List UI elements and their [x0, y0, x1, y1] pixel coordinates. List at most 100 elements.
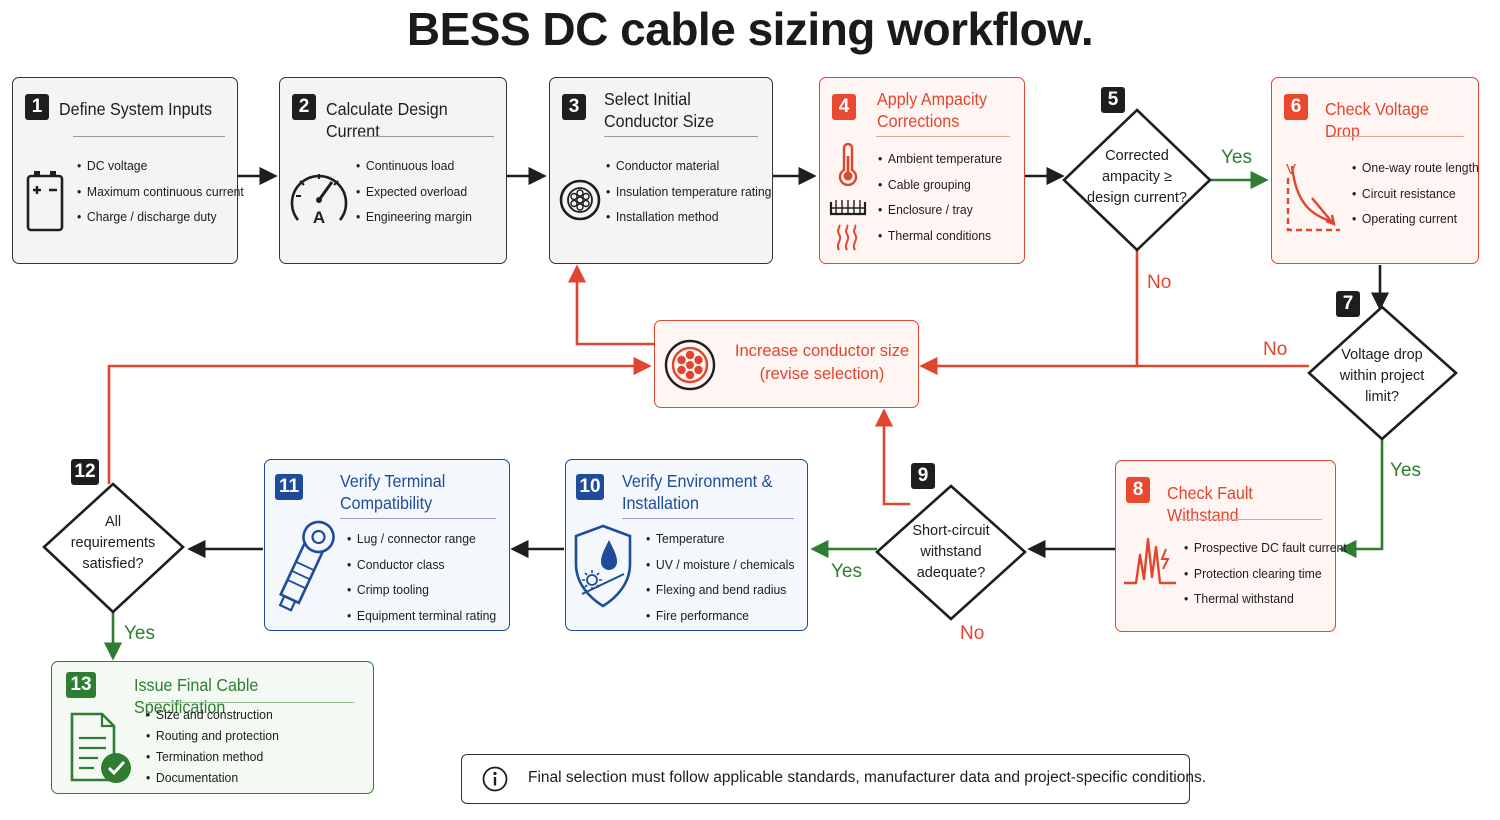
- arrow-9-no-to-increase: [874, 408, 910, 506]
- arrow-7-yes-to-8: [1338, 439, 1384, 559]
- step-2-item: Continuous load: [356, 153, 472, 179]
- step-8-item: Protection clearing time: [1184, 561, 1347, 587]
- svg-text:A: A: [313, 208, 325, 226]
- step-6-item: Circuit resistance: [1352, 181, 1479, 207]
- step-6-badge: 6: [1284, 94, 1308, 120]
- step-1-item: Maximum continuous current: [77, 179, 244, 205]
- yes-label-5: Yes: [1221, 147, 1252, 168]
- increase-conductor-text: Increase conductor size(revise selection…: [734, 342, 910, 383]
- step-1-badge: 1: [25, 94, 49, 120]
- decision-9-diamond: [875, 484, 1027, 621]
- standards-note: Final selection must follow applicable s…: [461, 754, 1206, 804]
- step-1-item: Charge / discharge duty: [77, 204, 244, 230]
- note-text: Final selection must follow applicable s…: [528, 769, 1207, 786]
- arrow-5-no-to-increase: [919, 250, 1139, 376]
- arrow-12-no-to-increase: [107, 356, 652, 484]
- step-2-box: 2 Calculate Design Current A Continuous …: [279, 77, 507, 264]
- step-6-item: One-way route length: [1352, 155, 1479, 181]
- step-4-item: Ambient temperature: [878, 146, 1002, 172]
- step-6-item: Operating current: [1352, 206, 1479, 232]
- step-9-badge: 9: [911, 463, 935, 489]
- step-4-badge: 4: [832, 94, 856, 120]
- step-2-item: Engineering margin: [356, 204, 472, 230]
- ammeter-gauge-icon: A: [290, 174, 348, 226]
- step-11-item: Lug / connector range: [347, 526, 496, 552]
- step-5-badge: 5: [1101, 87, 1125, 113]
- svg-text:V: V: [1286, 161, 1296, 178]
- document-check-icon: [70, 712, 131, 783]
- fault-spike-icon: [1124, 537, 1176, 585]
- yes-label-12: Yes: [124, 623, 155, 644]
- step-2-title: Calculate Design Current: [326, 99, 448, 141]
- thermometer-icon: [838, 142, 858, 187]
- cable-cross-section-icon: [664, 339, 716, 391]
- arrow-increase-to-3: [567, 264, 655, 346]
- step-13-item: Size and construction: [146, 704, 279, 725]
- no-label-5: No: [1147, 272, 1172, 293]
- cable-tray-icon: [829, 200, 867, 216]
- yes-label-9: Yes: [831, 561, 862, 582]
- step-13-badge: 13: [66, 672, 96, 698]
- step-10-box: 10 Verify Environment &Installation Temp…: [565, 459, 808, 631]
- step-12-badge: 12: [71, 459, 99, 485]
- step-10-item: Fire performance: [646, 603, 794, 629]
- step-8-item: Thermal withstand: [1184, 586, 1347, 612]
- step-8-badge: 8: [1126, 477, 1150, 503]
- step-3-item: Conductor material: [606, 153, 771, 179]
- step-3-item: Insulation temperature rating: [606, 179, 772, 205]
- step-7-badge: 7: [1336, 291, 1360, 317]
- yes-label-7: Yes: [1390, 460, 1421, 481]
- step-10-item: UV / moisture / chemicals: [646, 552, 795, 578]
- step-1-title: Define System Inputs: [59, 99, 213, 119]
- step-13-box: 13 Issue Final Cable Specification Size …: [51, 661, 374, 794]
- step-4-item: Enclosure / tray: [878, 197, 1002, 223]
- step-10-title: Verify Environment &Installation: [622, 471, 773, 513]
- step-10-item: Temperature: [646, 526, 794, 552]
- step-6-box: 6 Check Voltage Drop V One-way route len…: [1271, 77, 1479, 264]
- shield-drop-icon: [574, 524, 632, 608]
- step-2-badge: 2: [292, 94, 316, 120]
- step-13-item: Routing and protection: [146, 725, 279, 746]
- step-10-item: Flexing and bend radius: [646, 577, 794, 603]
- decision-5-diamond: [1062, 108, 1212, 252]
- step-11-item: Crimp tooling: [347, 577, 496, 603]
- decision-7-diamond: [1307, 305, 1458, 441]
- decision-12-diamond: [42, 482, 185, 614]
- step-4-item: Cable grouping: [878, 172, 1002, 198]
- step-11-badge: 11: [275, 474, 303, 500]
- step-8-title: Check Fault Withstand: [1167, 483, 1253, 525]
- info-icon: [482, 766, 508, 792]
- step-8-box: 8 Check Fault Withstand Prospective DC f…: [1115, 460, 1347, 632]
- step-11-item: Conductor class: [347, 552, 496, 578]
- step-1-item: DC voltage: [77, 153, 244, 179]
- battery-icon: [26, 171, 64, 232]
- step-11-item: Equipment terminal rating: [347, 603, 496, 629]
- step-4-item: Thermal conditions: [878, 223, 1002, 249]
- no-label-9: No: [960, 623, 985, 644]
- cable-lug-icon: [278, 520, 335, 612]
- step-10-badge: 10: [576, 474, 604, 500]
- page-title: BESS DC cable sizing workflow.: [406, 3, 1094, 55]
- step-8-item: Prospective DC fault current: [1184, 535, 1347, 561]
- heat-waves-icon: [836, 224, 858, 251]
- step-13-item: Documentation: [146, 767, 279, 788]
- step-3-item: Installation method: [606, 204, 771, 230]
- step-3-badge: 3: [562, 94, 586, 120]
- step-13-item: Termination method: [146, 746, 279, 767]
- increase-conductor-box: [654, 320, 919, 408]
- cable-cross-section-icon: [559, 179, 601, 221]
- voltage-drop-curve-icon: V: [1286, 161, 1340, 232]
- no-label-7: No: [1263, 339, 1288, 360]
- step-1-box: 1 Define System Inputs DC voltage Maximu…: [12, 77, 244, 264]
